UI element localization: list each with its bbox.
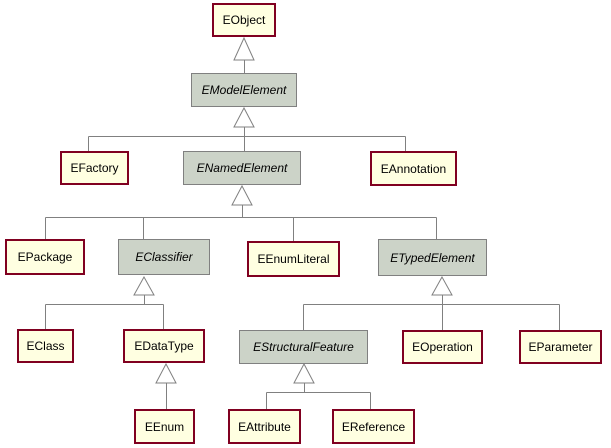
class-name-label: EParameter xyxy=(528,340,593,354)
class-node-etypedelement[interactable]: ETypedElement xyxy=(378,239,487,276)
class-node-efactory[interactable]: EFactory xyxy=(60,151,129,185)
generalization-arrowhead-icon xyxy=(431,275,453,296)
class-node-eparameter[interactable]: EParameter xyxy=(519,330,602,364)
class-node-edatatype[interactable]: EDataType xyxy=(123,329,205,363)
class-name-label: EDataType xyxy=(134,339,194,353)
class-node-eattribute[interactable]: EAttribute xyxy=(228,409,301,444)
class-node-epackage[interactable]: EPackage xyxy=(5,239,85,275)
class-name-label: EClassifier xyxy=(135,250,193,264)
class-node-eoperation[interactable]: EOperation xyxy=(402,330,483,364)
generalization-arrowhead-icon xyxy=(133,275,155,296)
generalization-arrowhead-icon xyxy=(233,106,255,128)
class-name-label: EStructuralFeature xyxy=(253,340,354,354)
class-name-label: ENamedElement xyxy=(196,161,288,175)
class-name-label: EFactory xyxy=(70,161,119,175)
class-node-eobject[interactable]: EObject xyxy=(212,3,276,37)
generalization-arrowhead-icon xyxy=(293,362,315,384)
class-node-enamedelement[interactable]: ENamedElement xyxy=(183,151,301,185)
generalization-arrowhead-icon xyxy=(233,36,255,61)
class-node-eannotation[interactable]: EAnnotation xyxy=(370,151,457,186)
class-node-eenumliteral[interactable]: EEnumLiteral xyxy=(247,241,340,277)
class-name-label: EPackage xyxy=(17,250,73,264)
class-name-label: EEnumLiteral xyxy=(257,252,330,266)
class-node-eclass[interactable]: EClass xyxy=(17,329,74,363)
class-name-label: EOperation xyxy=(412,340,473,354)
generalization-arrowhead-icon xyxy=(155,362,177,384)
class-node-eclassifier[interactable]: EClassifier xyxy=(118,239,210,275)
class-name-label: EObject xyxy=(222,13,266,27)
class-node-emodelelement[interactable]: EModelElement xyxy=(191,73,297,107)
class-name-label: EEnum xyxy=(144,419,185,434)
class-name-label: EClass xyxy=(26,339,65,353)
generalization-arrowhead-icon xyxy=(231,184,253,206)
class-node-ereference[interactable]: EReference xyxy=(332,409,415,444)
class-node-eenum[interactable]: EEnum xyxy=(134,409,195,444)
class-name-label: EAnnotation xyxy=(380,161,447,176)
class-name-label: EModelElement xyxy=(201,83,287,97)
class-name-label: EReference xyxy=(341,419,406,434)
class-name-label: EAttribute xyxy=(238,419,291,434)
class-name-label: ETypedElement xyxy=(390,250,475,265)
class-node-estructuralfeature[interactable]: EStructuralFeature xyxy=(239,330,368,364)
